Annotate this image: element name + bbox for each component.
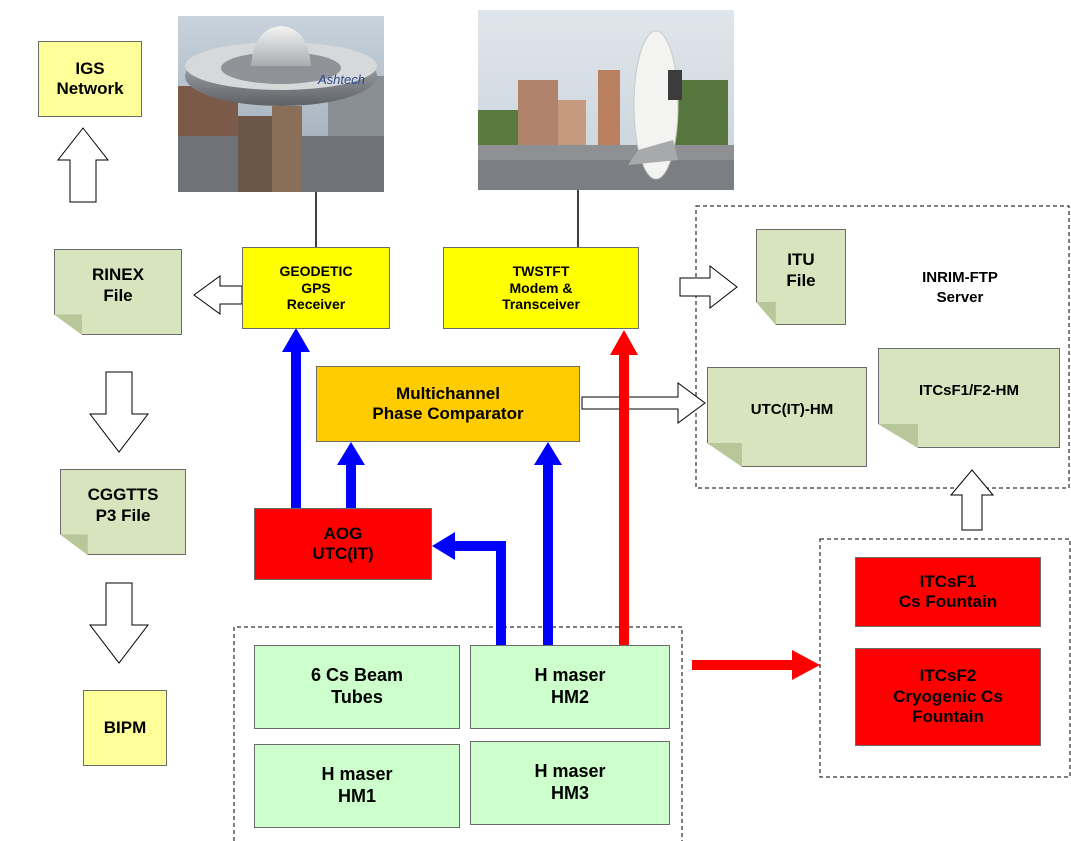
itcsf-hm-file-doc: ITCsF1/F2-HM [878, 348, 1060, 448]
arrow-hm2-to-twstft-head [610, 330, 638, 355]
arrow-twstft-to-itu [679, 264, 738, 310]
arrow-comparator-to-ftp [581, 382, 706, 424]
clock-ensemble-group [233, 626, 683, 841]
arrow-hm2-to-comparator-head [534, 442, 562, 465]
arrow-hm2-to-aog-head [432, 532, 455, 560]
arrow-cggtts-to-bipm [88, 582, 150, 664]
ftp-server-group [695, 205, 1070, 489]
arrow-hm2-to-fountains-head [792, 650, 820, 680]
antenna-brand-label: Ashtech [317, 72, 365, 87]
satellite-dish-illustration [478, 10, 734, 190]
gps-antenna-photo: Ashtech [178, 16, 384, 192]
fountain-group [819, 538, 1071, 778]
arrow-aog-to-comparator-head [337, 442, 365, 465]
arrow-hm2-to-aog [452, 541, 506, 645]
arrow-fountains-to-ftp [949, 469, 995, 531]
utc-hm-file-doc: UTC(IT)-HM [707, 367, 867, 467]
arrow-aog-to-gps-head [282, 328, 310, 352]
arrow-rinex-to-igs [56, 127, 110, 203]
gps-antenna-illustration: Ashtech [178, 16, 384, 192]
bipm-box: BIPM [83, 690, 167, 766]
satellite-dish-photo [478, 10, 734, 190]
arrow-gps-to-rinex [193, 275, 243, 315]
arrow-rinex-to-cggtts [88, 371, 150, 453]
